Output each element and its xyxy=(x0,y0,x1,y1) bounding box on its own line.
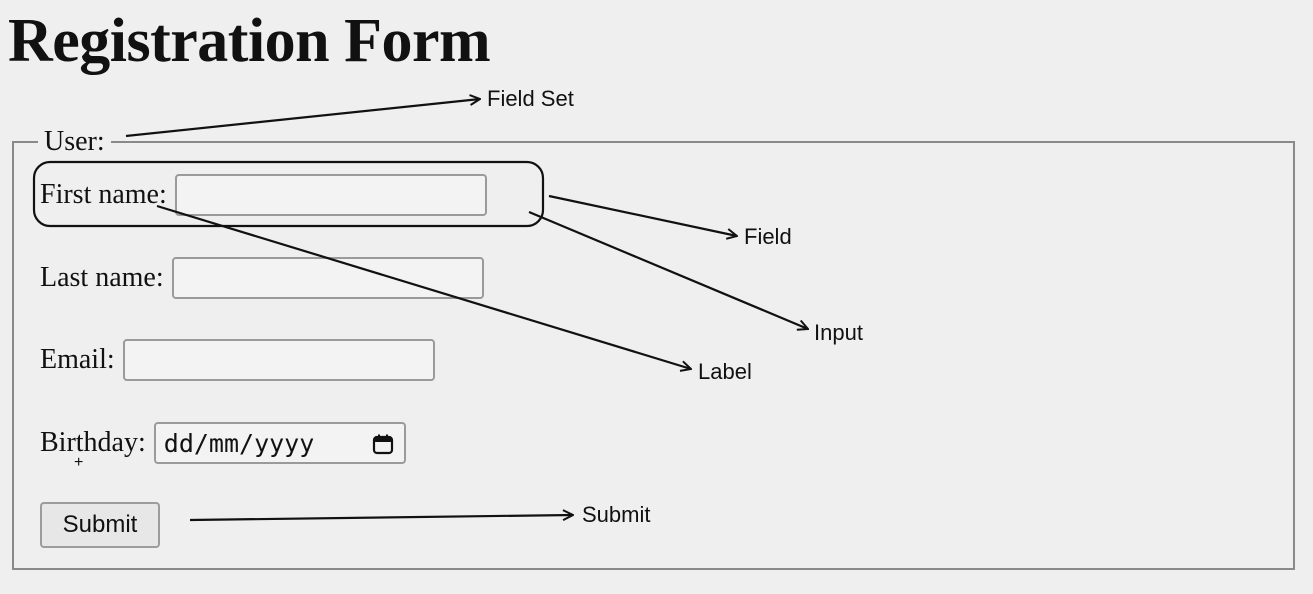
user-fieldset xyxy=(12,141,1295,570)
last-name-input[interactable] xyxy=(171,257,484,299)
birthday-row: Birthday: dd/mm/yyyy xyxy=(40,420,406,466)
annotation-field: Field xyxy=(744,224,792,249)
birthday-input[interactable]: dd/mm/yyyy xyxy=(153,422,406,464)
annotation-input: Input xyxy=(814,320,863,345)
first-name-label: First name: xyxy=(40,179,167,210)
annotation-field-set: Field Set xyxy=(487,86,574,111)
fieldset-legend: User: xyxy=(38,124,111,160)
last-name-row: Last name: xyxy=(40,255,484,301)
birthday-label: Birthday: xyxy=(40,427,146,458)
field-set-arrow xyxy=(125,99,480,138)
email-label: Email: xyxy=(40,344,115,375)
email-input[interactable] xyxy=(122,339,435,381)
first-name-row: First name: xyxy=(40,172,487,218)
email-row: Email: xyxy=(40,337,435,383)
cursor-crosshair-icon: + xyxy=(74,454,84,471)
submit-button[interactable]: Submit xyxy=(40,502,160,548)
first-name-input[interactable] xyxy=(174,174,487,216)
annotation-label: Label xyxy=(698,359,752,384)
page-title: Registration Form xyxy=(8,7,491,75)
birthday-placeholder: dd/mm/yyyy xyxy=(163,428,315,458)
calendar-icon[interactable] xyxy=(372,432,394,455)
annotation-submit: Submit xyxy=(582,502,651,527)
last-name-label: Last name: xyxy=(40,262,164,293)
